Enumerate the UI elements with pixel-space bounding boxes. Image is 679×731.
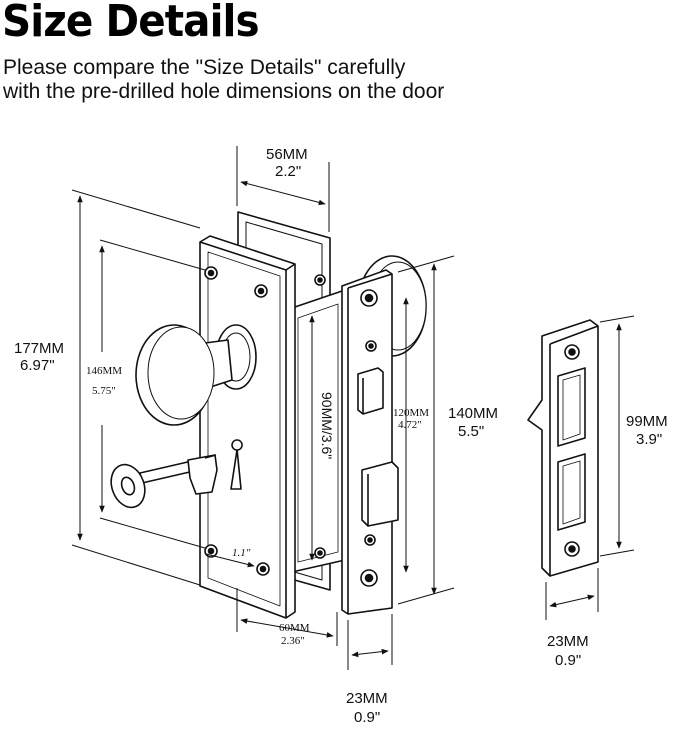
- faceplate-height-in-label: 5.5": [458, 423, 484, 440]
- plate-hole-mm-label: 146MM: [86, 365, 122, 377]
- faceplate: [341, 269, 399, 615]
- backset-in-label: 2.36": [281, 635, 305, 647]
- subtitle-line-2: with the pre-drilled hole dimensions on …: [3, 80, 445, 103]
- backset-mm-label: 60MM: [279, 622, 310, 634]
- strike-plate: [527, 319, 599, 577]
- strike-width-in-label: 0.9": [555, 652, 581, 669]
- total-height-in-label: 6.97": [20, 357, 55, 374]
- faceplate-width-in-label: 0.9": [354, 709, 380, 726]
- strike-height-mm-label: 99MM: [626, 413, 668, 430]
- knob-offset-label: 1.1": [232, 547, 251, 559]
- body-height-label: 90MM/3.6": [319, 392, 335, 459]
- faceplate-width-mm-label: 23MM: [346, 690, 388, 707]
- front-knob: [135, 324, 257, 426]
- skeleton-key: [110, 454, 218, 509]
- lock-body: [291, 289, 346, 573]
- total-height-mm-label: 177MM: [14, 340, 64, 357]
- strike-width-mm-label: 23MM: [547, 633, 589, 650]
- plate-hole-in-label: 5.75": [92, 385, 116, 397]
- top-width-mm-label: 56MM: [266, 146, 308, 163]
- page-title: Size Details: [2, 0, 260, 47]
- faceplate-holes-in-label: 4.72": [398, 419, 422, 431]
- faceplate-holes-mm-label: 120MM: [393, 407, 429, 419]
- subtitle-line-1: Please compare the "Size Details" carefu…: [3, 56, 406, 79]
- top-width-in-label: 2.2": [275, 163, 301, 180]
- faceplate-height-mm-label: 140MM: [448, 405, 498, 422]
- strike-height-in-label: 3.9": [636, 431, 662, 448]
